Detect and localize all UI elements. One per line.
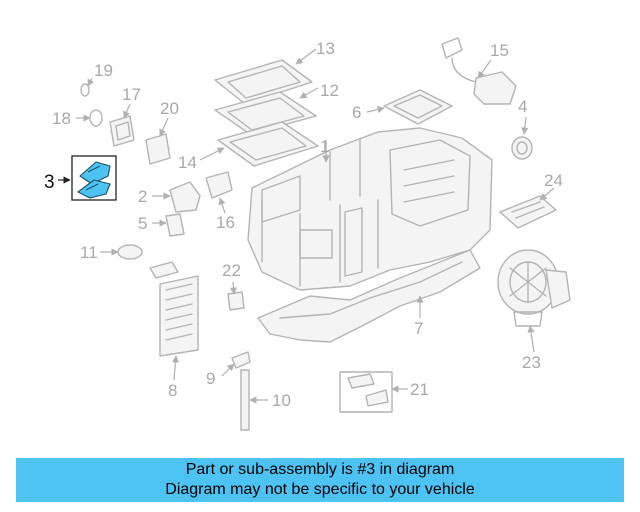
part-5	[165, 213, 185, 237]
heater-core-8	[149, 261, 199, 357]
info-banner: Part or sub-assembly is #3 in diagram Di…	[16, 458, 624, 502]
floor-duct	[257, 249, 481, 343]
highlighted-part-3[interactable]	[71, 155, 117, 201]
callout-2: 2	[138, 187, 147, 206]
part-11	[117, 244, 143, 260]
callout-7: 7	[414, 319, 423, 338]
callout-16: 16	[216, 213, 235, 232]
part-9	[231, 351, 251, 369]
air-filter-stack	[214, 59, 319, 167]
callout-22: 22	[222, 261, 241, 280]
callout-17: 17	[122, 85, 141, 104]
callout-23: 23	[522, 353, 541, 372]
callout-11: 11	[80, 243, 98, 262]
callout-4: 4	[518, 97, 527, 116]
part-16	[205, 171, 233, 199]
callout-9: 9	[206, 369, 215, 388]
part-20	[145, 133, 171, 165]
callout-8: 8	[168, 381, 177, 400]
filter-6	[383, 89, 453, 125]
banner-line-1: Part or sub-assembly is #3 in diagram	[185, 461, 455, 478]
callout-1: 1	[320, 137, 329, 156]
blower-motor-23	[497, 249, 571, 327]
callout-numbers: 3 13 12 14 1 6 15 4 24 2 5 11 16 17 18 1…	[44, 39, 563, 410]
part-19	[80, 83, 90, 97]
callout-24: 24	[544, 171, 563, 190]
actuator-15	[441, 37, 517, 105]
part-18	[89, 109, 103, 127]
callout-6: 6	[352, 103, 361, 122]
callout-5: 5	[138, 214, 147, 233]
callout-10: 10	[272, 391, 291, 410]
callout-12: 12	[320, 81, 339, 100]
part-17	[109, 115, 135, 147]
module-24	[499, 195, 557, 229]
part-22	[227, 291, 245, 311]
grommet-4	[511, 136, 533, 160]
part-2	[169, 181, 201, 213]
callout-3: 3	[44, 172, 55, 193]
callout-13: 13	[316, 39, 335, 58]
callout-21: 21	[410, 380, 429, 399]
leader-lines	[58, 48, 555, 404]
callout-14: 14	[178, 153, 197, 172]
callout-15: 15	[490, 41, 509, 60]
parts-diagram: 3 13 12 14 1 6 15 4 24 2 5 11 16 17 18 1…	[44, 37, 571, 431]
banner-line-2: Diagram may not be specific to your vehi…	[165, 481, 475, 498]
part-10	[240, 369, 250, 431]
callout-20: 20	[160, 99, 179, 118]
callout-18: 18	[52, 109, 71, 128]
callout-19: 19	[94, 61, 113, 80]
part-21	[339, 371, 393, 413]
